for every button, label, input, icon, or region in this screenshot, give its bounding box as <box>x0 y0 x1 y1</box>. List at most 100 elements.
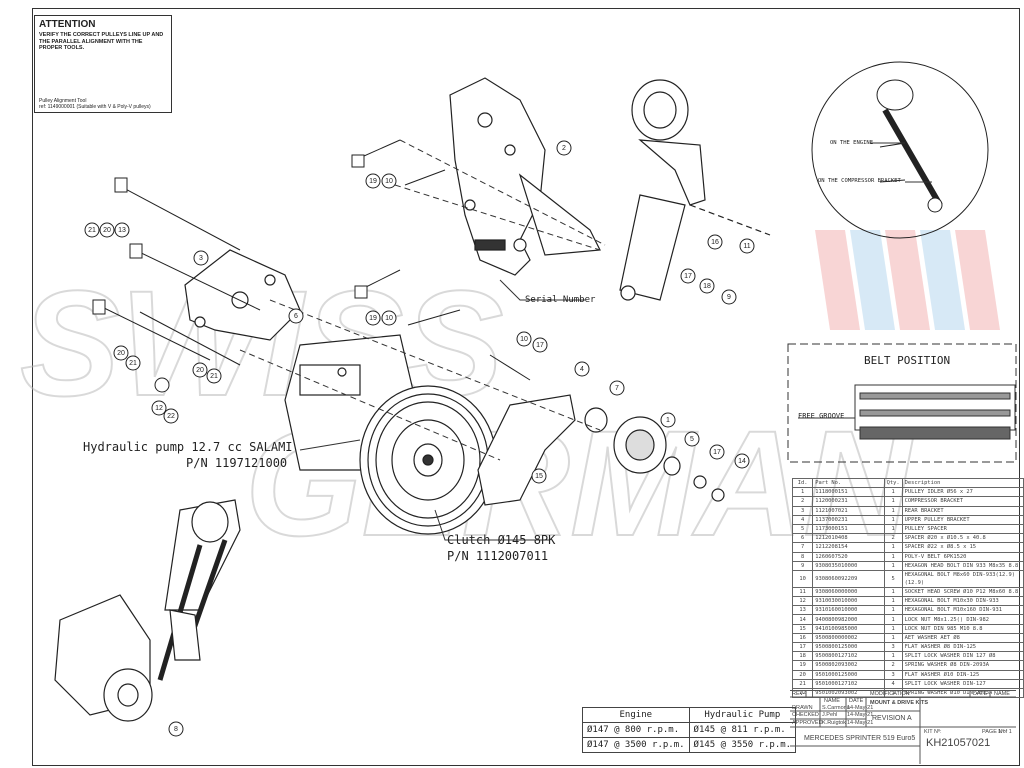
tb-checked-date: 14-May-21 <box>847 712 874 718</box>
parts-cell-id: 6 <box>791 533 814 544</box>
speed-row: Ø147 @ 3500 r.p.m. Ø145 @ 3550 r.p.m. <box>582 737 797 753</box>
title-block-lines <box>790 691 1016 764</box>
parts-cell-qty: 1 <box>883 523 903 535</box>
parts-cell-part-no: 9501000127102 <box>812 678 885 689</box>
parts-cell-part-no: 9501000125000 <box>812 669 885 680</box>
callout-10a <box>381 173 397 189</box>
parts-cell-id: 11 <box>791 586 814 598</box>
detail-circle <box>811 61 989 239</box>
pump-name-label: Hydraulic pump 12.7 cc SALAMI <box>83 440 293 454</box>
svg-text:13: 13 <box>118 227 126 234</box>
parts-cell-id: 1 <box>791 487 814 498</box>
parts-cell-qty: 1 <box>883 586 903 598</box>
svg-text:12: 12 <box>155 405 163 412</box>
callout-7 <box>609 380 625 396</box>
callout-8 <box>168 721 184 737</box>
parts-cell-id: 15 <box>791 623 814 634</box>
parts-cell-qty: 2 <box>883 533 903 544</box>
parts-cell-qty: 1 <box>883 632 903 644</box>
callout-14 <box>734 453 750 469</box>
parts-cell-part-no: 9500800127102 <box>812 651 885 662</box>
tb-approved-date: 14-May-21 <box>847 720 874 726</box>
header-desc: Description <box>901 477 1024 489</box>
tb-rev: REV <box>792 691 804 697</box>
callout-10b <box>381 310 397 326</box>
belt-assembly-view <box>54 499 241 722</box>
parts-cell-desc: SPLIT LOCK WASHER DIN 127 Ø8 <box>901 651 1024 662</box>
svg-text:6: 6 <box>294 313 298 320</box>
parts-cell-id: 12 <box>791 596 814 607</box>
svg-text:21: 21 <box>210 373 218 380</box>
tb-approved-name: K.Ruigtok <box>822 720 846 726</box>
callout-20a <box>99 222 115 238</box>
parts-header-row: Id. Part No. Qty. Description <box>791 477 1024 489</box>
parts-cell-id: 2 <box>791 496 814 507</box>
speed-header-row: Engine Hydraulic Pump <box>582 707 797 723</box>
callout-17a <box>680 268 696 284</box>
header-qty: Qty. <box>883 477 903 489</box>
assembly-lines <box>239 139 606 461</box>
parts-cell-id: 8 <box>791 551 814 562</box>
parts-cell-id: 20 <box>791 669 814 680</box>
parts-cell-qty: 3 <box>883 669 903 680</box>
parts-cell-desc: FLAT WASHER Ø10 DIN-125 <box>901 669 1024 680</box>
svg-text:16: 16 <box>711 239 719 246</box>
callout-5 <box>684 431 700 447</box>
callout-11 <box>739 238 755 254</box>
pump-pn-label: P/N 1197121000 <box>186 456 288 470</box>
tb-revision: REVISION A <box>872 715 912 722</box>
parts-cell-qty: 1 <box>883 551 903 562</box>
parts-cell-part-no: 1121007021 <box>812 505 885 516</box>
parts-cell-qty: 1 <box>883 605 903 616</box>
callout-21b <box>125 355 141 371</box>
parts-cell-part-no: 9310030010000 <box>812 596 885 607</box>
svg-text:21: 21 <box>129 360 137 367</box>
callout-16 <box>707 234 723 250</box>
parts-cell-qty: 1 <box>883 496 903 507</box>
parts-cell-desc: REAR BRACKET <box>901 505 1024 516</box>
parts-cell-id: 19 <box>791 660 814 671</box>
free-groove-label: FREE GROOVE <box>798 412 845 420</box>
parts-cell-qty: 1 <box>883 651 903 662</box>
parts-cell-part-no: 9500800125000 <box>812 641 885 653</box>
speed-row: Ø147 @ 800 r.p.m. Ø145 @ 811 r.p.m. <box>582 722 797 738</box>
parts-cell-qty: 5 <box>883 569 903 588</box>
callout-19a <box>365 173 381 189</box>
tb-drawn: DRAWN <box>792 705 813 711</box>
svg-text:18: 18 <box>703 283 711 290</box>
svg-text:2: 2 <box>562 145 566 152</box>
parts-cell-desc: SPACER Ø20 x Ø10.5 x 40.8 <box>901 533 1024 544</box>
callout-19b <box>365 310 381 326</box>
parts-cell-qty: 1 <box>883 505 903 516</box>
parts-cell-qty: 1 <box>883 596 903 607</box>
bolts-left <box>92 139 531 496</box>
svg-text:20: 20 <box>103 227 111 234</box>
parts-cell-part-no: 1120000231 <box>812 496 885 507</box>
parts-cell-id: 17 <box>791 641 814 653</box>
callout-1 <box>660 412 676 428</box>
parts-cell-id: 5 <box>791 523 814 535</box>
tool-ref: ref: 1149000001 (Suitable with V & Poly-… <box>39 104 151 110</box>
speed-cell: Ø145 @ 811 r.p.m. <box>688 722 797 738</box>
clutch-pulley <box>359 385 497 535</box>
tb-checked-name: J.Pehl <box>822 712 838 718</box>
parts-cell-part-no: 1137000231 <box>812 514 885 525</box>
parts-cell-id: 10 <box>791 569 814 588</box>
tool-label-name: Pulley Alignment Tool <box>39 98 87 104</box>
parts-cell-id: 14 <box>791 614 814 625</box>
parts-cell-qty: 1 <box>883 487 903 498</box>
svg-text:4: 4 <box>580 366 584 373</box>
belt-position-title: BELT POSITION <box>864 354 951 367</box>
svg-text:21: 21 <box>88 227 96 234</box>
